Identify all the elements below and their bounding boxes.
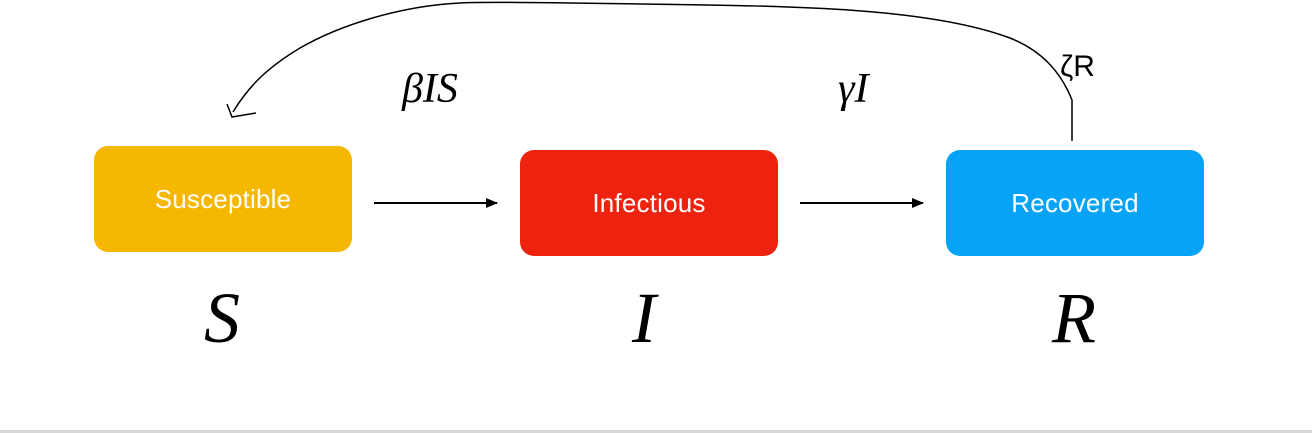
recovered-label: Recovered	[1011, 187, 1139, 218]
susceptible-label: Susceptible	[154, 183, 292, 214]
recovered-box: Recovered	[946, 150, 1204, 256]
waning-rate-label: ζR	[1060, 50, 1095, 83]
infectious-label: Infectious	[592, 187, 706, 218]
infectious-box: Infectious	[520, 150, 778, 256]
susceptible-box: Susceptible	[94, 146, 352, 252]
arrow-r-to-s-head	[226, 103, 257, 118]
infectious-symbol: I	[632, 278, 656, 358]
susceptible-symbol: S	[204, 278, 240, 358]
recovery-rate-label: γI	[838, 66, 869, 112]
arrow-r-to-s	[232, 1, 1073, 141]
recovered-symbol: R	[1052, 278, 1096, 358]
bottom-divider	[0, 430, 1312, 433]
infection-rate-label: βIS	[402, 66, 458, 112]
